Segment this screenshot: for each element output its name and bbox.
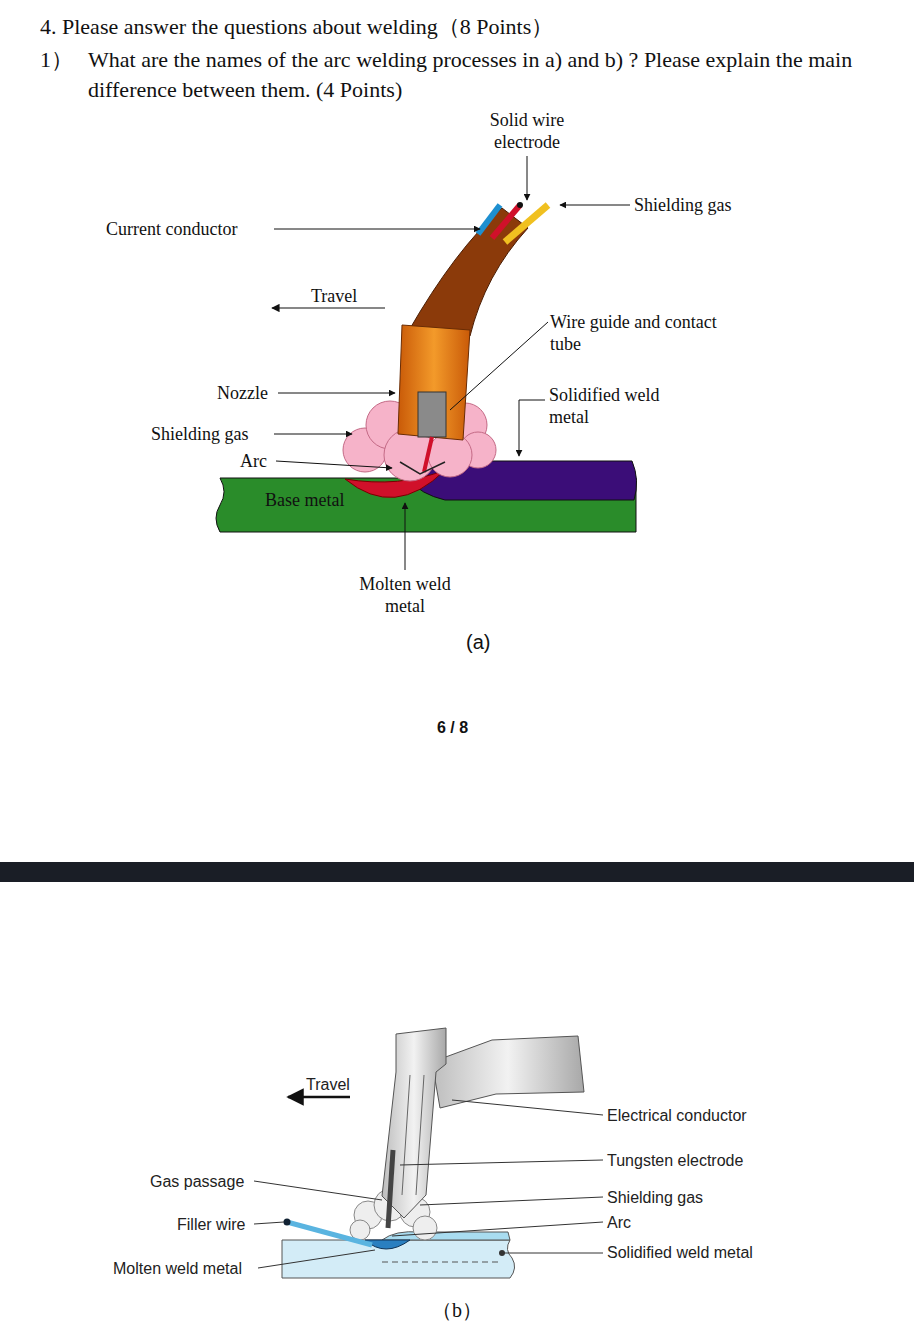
part-label: Solidified weld metal bbox=[549, 384, 669, 428]
question-text: What are the names of the arc welding pr… bbox=[88, 45, 888, 105]
gmaw-figure bbox=[216, 156, 637, 570]
question-heading: 4. Please answer the questions about wel… bbox=[40, 12, 900, 42]
part-label: Molten weld metal bbox=[113, 1259, 242, 1278]
page-number: 6 / 8 bbox=[437, 718, 468, 737]
part-label: Current conductor bbox=[106, 218, 237, 240]
part-label: Shielding gas bbox=[151, 423, 249, 445]
part-label: Arc bbox=[607, 1213, 631, 1232]
part-label: Filler wire bbox=[177, 1215, 245, 1234]
part-label: Base metal bbox=[265, 489, 344, 511]
gtaw-figure bbox=[254, 1028, 603, 1278]
part-label: Shielding gas bbox=[634, 194, 732, 216]
figure-label: (a) bbox=[466, 630, 490, 654]
part-label: Molten weld metal bbox=[340, 573, 470, 617]
part-label: Solid wire electrode bbox=[472, 109, 582, 153]
item-number: 1） bbox=[40, 45, 73, 75]
page-separator bbox=[0, 862, 914, 882]
part-label: Solidified weld metal bbox=[607, 1243, 753, 1262]
part-label: Arc bbox=[240, 450, 267, 472]
part-label: Nozzle bbox=[217, 382, 268, 404]
part-label: Shielding gas bbox=[607, 1188, 703, 1207]
direction-label: Travel bbox=[311, 285, 357, 307]
part-label: Gas passage bbox=[150, 1172, 244, 1191]
part-label: Wire guide and contact tube bbox=[550, 311, 720, 355]
part-label: Tungsten electrode bbox=[607, 1151, 743, 1170]
part-label: Electrical conductor bbox=[607, 1106, 747, 1125]
figure-label: （b） bbox=[432, 1298, 482, 1322]
direction-label: Travel bbox=[306, 1075, 350, 1094]
